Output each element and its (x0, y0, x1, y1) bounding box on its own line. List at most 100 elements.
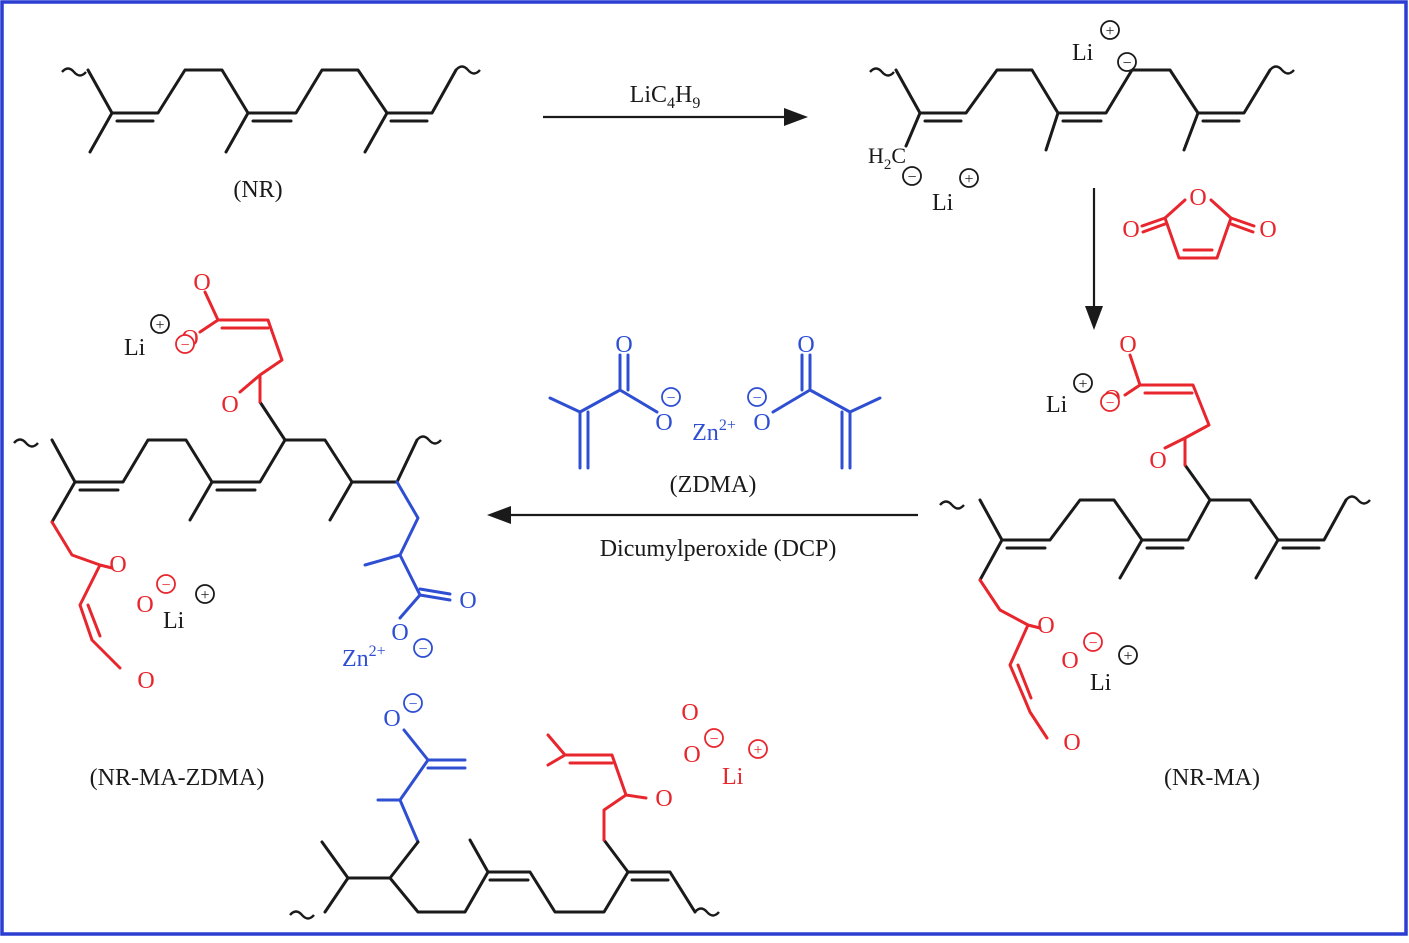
nrma-lower-minus-charge (1083, 632, 1103, 652)
anhydride-carbonyl-left (1140, 216, 1167, 234)
svg-text:+: + (753, 742, 762, 759)
nr-methyl-groups (88, 111, 389, 154)
product-lower-zdma-graft (376, 728, 467, 844)
svg-text:−: − (408, 696, 417, 713)
chain-end-right-product-upper (416, 435, 442, 445)
arrow-lithiation-head (784, 108, 808, 126)
product-lower-right-carboxylate-o: O (683, 742, 700, 768)
product-lower-lithium: Li (163, 608, 185, 634)
butyllithium-label: LiC4H9 (630, 82, 701, 112)
zdma-right-methacrylate (771, 353, 882, 470)
nrma-lower-lithium: Li (1090, 670, 1112, 696)
zdma-zinc: Zn2+ (692, 417, 736, 446)
svg-text:−: − (1088, 635, 1097, 652)
zdma-structure: O O − O O − Zn2+ (ZDMA) (548, 332, 882, 498)
nr-ma-label: (NR-MA) (1164, 765, 1260, 791)
nr-ma-zdma-label: (NR-MA-ZDMA) (90, 765, 265, 791)
svg-text:+: + (1123, 648, 1132, 665)
svg-text:−: − (666, 390, 675, 407)
product-upper-backbone (50, 438, 419, 484)
zdma-right-carbonyl-o: O (797, 332, 814, 358)
maleic-anhydride-structure: O O O (1122, 185, 1277, 260)
zdma-left-carboxylate-o: O (655, 410, 672, 436)
zdma-right-carboxylate-o: O (753, 410, 770, 436)
nrma-upper-carbonyl-o: O (1119, 332, 1136, 358)
svg-text:−: − (1105, 395, 1114, 412)
li-backbone (894, 68, 1272, 115)
chain-end-right-product-lower (694, 907, 720, 917)
svg-text:−: − (709, 731, 718, 748)
anhydride-carbonyl-right (1229, 216, 1256, 234)
nr-label: (NR) (233, 177, 282, 203)
nrma-lower-plus-charge (1118, 645, 1138, 665)
product-graft-carboxylate-o: O (391, 620, 408, 646)
anhydride-oxygen-right: O (1259, 217, 1276, 243)
chain-end-right-nr (455, 65, 481, 75)
anhydride-ring-oxygen: O (1189, 185, 1206, 211)
carbanion-minus-charge (902, 166, 922, 186)
nrma-upper-ketone-o: O (1149, 448, 1166, 474)
svg-text:−: − (161, 577, 170, 594)
product-lower-right-minus-charge (704, 728, 724, 748)
nrma-upper-maleic (1123, 353, 1211, 467)
nr-backbone (86, 68, 458, 115)
arrow-maleation-head (1085, 306, 1103, 330)
svg-text:−: − (1122, 55, 1131, 72)
dcp-label: Dicumylperoxide (DCP) (600, 536, 837, 562)
nrma-upper-plus-charge (1073, 373, 1093, 393)
product-lower-right-maleic (546, 733, 648, 842)
product-lower-carbonyl-o: O (137, 668, 154, 694)
anhydride-ring (1163, 198, 1233, 260)
lithium-plus-charge-1 (959, 168, 979, 188)
product-lower-left-maleic (50, 520, 122, 670)
product-lower-right-plus-charge (748, 739, 768, 759)
chain-end-left-nr (61, 67, 87, 77)
arrow-lithiation: LiC4H9 (543, 82, 808, 126)
product-lower-ketone-o: O (109, 552, 126, 578)
product-upper-minus-charge (175, 334, 195, 354)
nr-ma-zdma-structure: O O O − Li + O O O − Li + O O − Zn2+ O − (13, 270, 768, 920)
product-upper-maleic (198, 290, 284, 404)
svg-text:+: + (200, 587, 209, 604)
nrma-upper-minus-charge (1100, 392, 1120, 412)
zdma-left-minus-charge (661, 387, 681, 407)
allylic-minus-charge (1117, 52, 1137, 72)
arrow-crosslinking-head (487, 506, 511, 524)
zdma-left-carbonyl-o: O (615, 332, 632, 358)
product-lower-plus-charge (195, 584, 215, 604)
svg-text:−: − (752, 390, 761, 407)
product-lower-right-lithium: Li (722, 764, 744, 790)
svg-text:+: + (155, 317, 164, 334)
lithium-plus-charge-2 (1100, 20, 1120, 40)
nrma-lower-ketone-o: O (1037, 613, 1054, 639)
svg-text:−: − (907, 169, 916, 186)
product-lower-right-ketone-o: O (655, 786, 672, 812)
product-upper-zdma-graft (363, 480, 452, 620)
nr-ma-structure: O O O − Li + O O O − Li + (NR-MA) (939, 332, 1371, 791)
product-zinc: Zn2+ (342, 643, 386, 672)
product-lower-right-carbonyl-o: O (681, 700, 698, 726)
arrow-crosslinking: Dicumylperoxide (DCP) (487, 506, 918, 562)
product-upper-carbonyl-o: O (193, 270, 210, 296)
svg-text:−: − (418, 641, 427, 658)
product-lower-graft-o: O (383, 706, 400, 732)
product-graft-minus-charge (413, 638, 433, 658)
chain-end-left-nrma (939, 500, 965, 510)
chain-end-left-product-upper (13, 438, 39, 448)
anhydride-oxygen-left: O (1122, 217, 1139, 243)
chain-end-right-nrma (1345, 495, 1371, 505)
nrma-lower-carboxylate-o: O (1061, 648, 1078, 674)
zdma-left-methacrylate (548, 353, 659, 470)
product-lower-backbone (323, 870, 697, 914)
chain-end-left-li (869, 67, 895, 77)
svg-text:+: + (1078, 376, 1087, 393)
svg-text:−: − (180, 337, 189, 354)
product-upper-plus-charge (150, 314, 170, 334)
lithium-counterion-2: Li (1072, 40, 1094, 66)
product-lower-graft-minus-charge (403, 693, 423, 713)
product-upper-lithium: Li (124, 335, 146, 361)
lithiated-nr-structure: H2C − Li + Li + − (868, 20, 1295, 216)
product-graft-carbonyl-o: O (459, 588, 476, 614)
